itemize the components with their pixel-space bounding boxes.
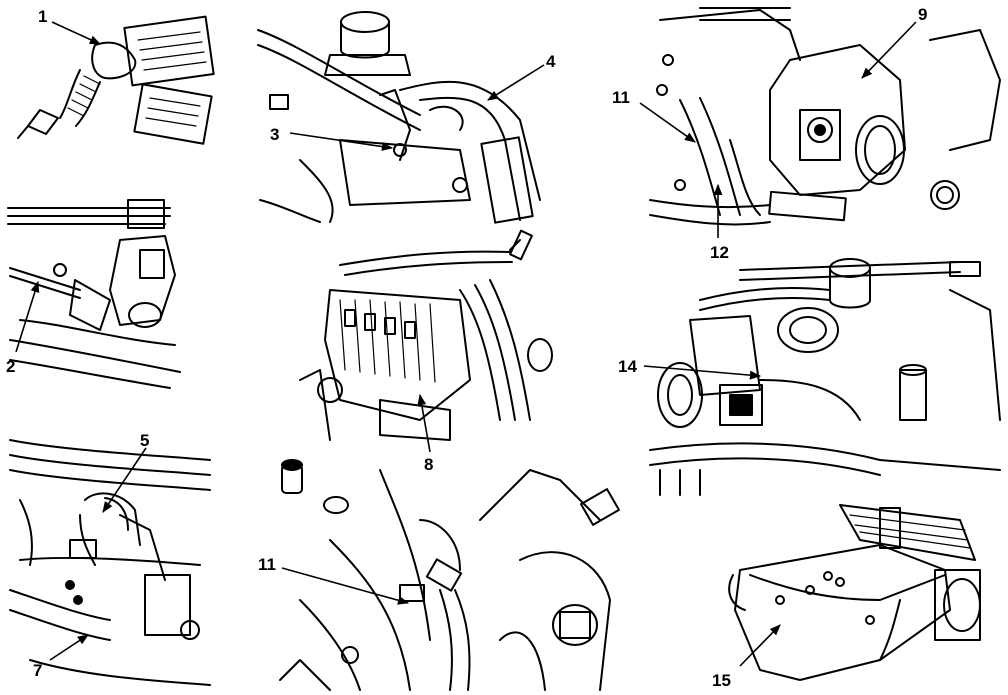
panel-coolant-hose [9,439,211,686]
callout-11-upper: 11 [612,88,630,107]
callout-14: 14 [618,357,637,376]
callout-3: 3 [270,125,279,144]
callout-11-lower: 11 [258,555,276,574]
callout-12: 12 [710,243,729,262]
callout-15: 15 [712,671,731,690]
callout-2: 2 [6,357,15,376]
panel-throttle-body [649,7,1001,226]
panel-throttle-linkage [7,199,181,389]
callout-leaders [15,21,917,667]
callout-4: 4 [546,52,556,71]
callout-8: 8 [424,455,433,474]
panel-egr-intake [649,258,1001,496]
panel-lower-vacuum-hose [279,459,620,691]
callout-7: 7 [33,661,42,680]
panel-air-intake-duct [17,15,215,145]
panel-intake-manifold [728,504,981,681]
callout-labels: 1 2 3 4 5 7 8 9 11 12 14 11 15 [6,5,927,690]
callout-9: 9 [918,5,927,24]
panel-egr-vacuum-hose [257,11,541,224]
callout-1: 1 [38,7,47,26]
callout-5: 5 [140,431,149,450]
panel-ignition-wires [299,229,553,441]
